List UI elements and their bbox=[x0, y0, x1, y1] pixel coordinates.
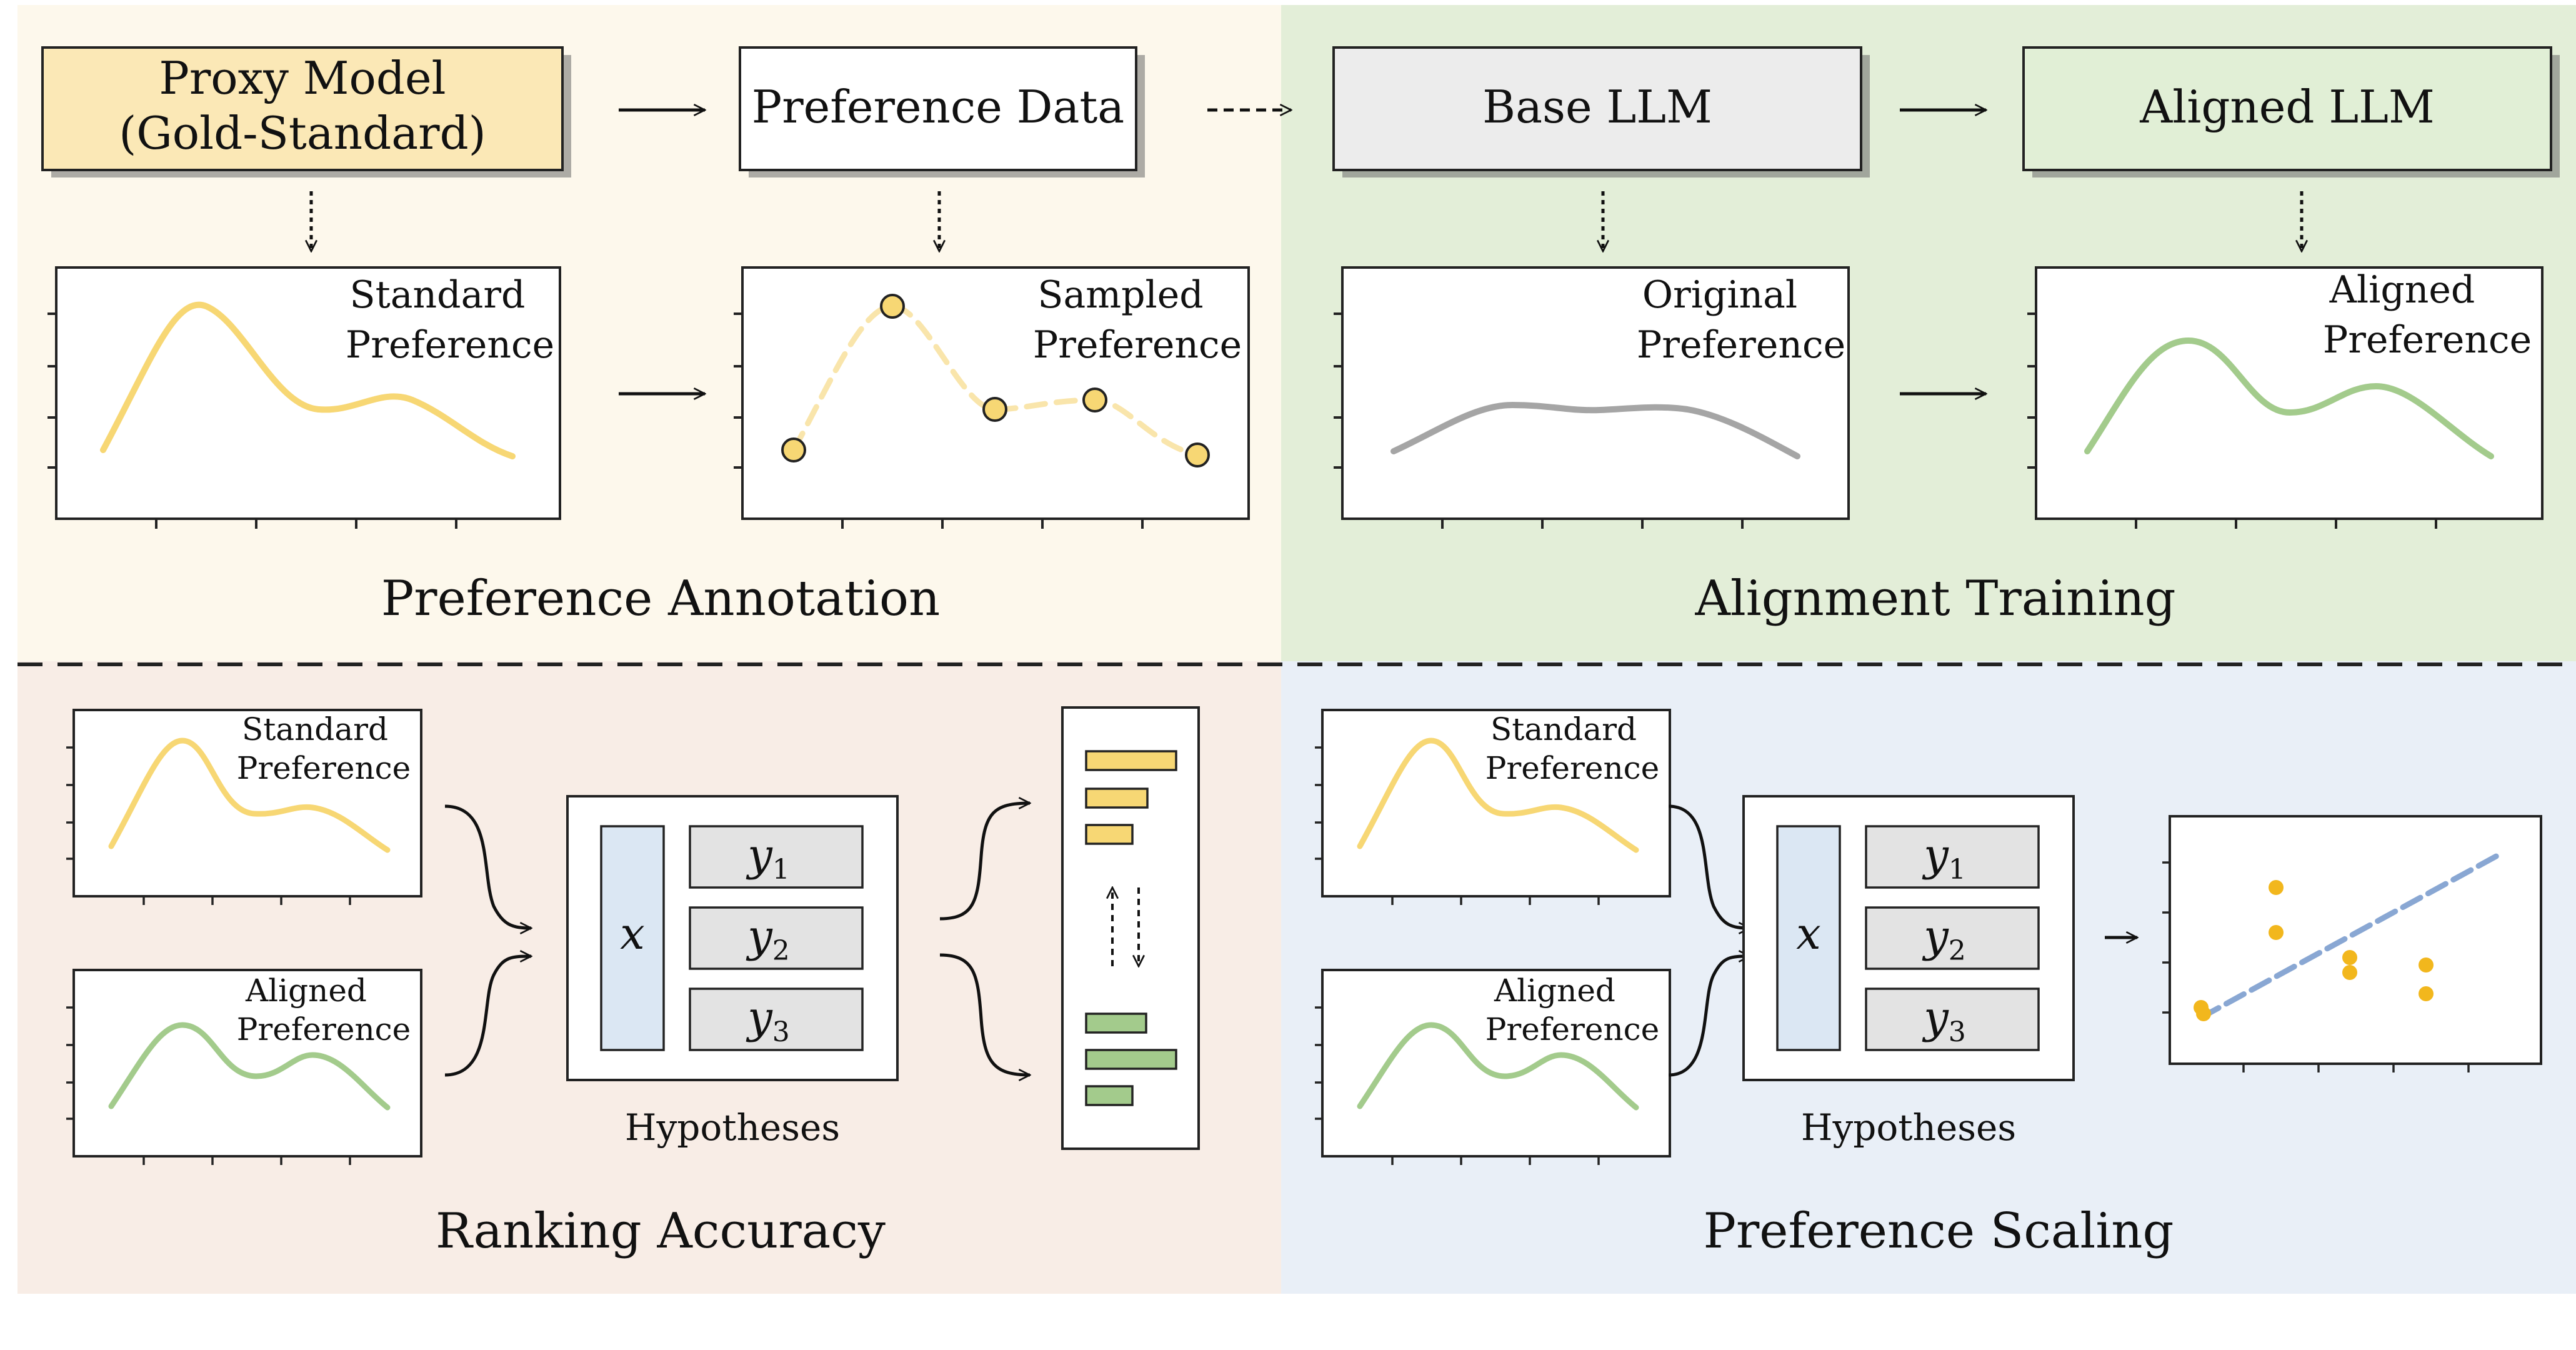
scaling-hypothesis-y2: y2 bbox=[1922, 911, 1966, 967]
standard-preference-plot: Standard Preference bbox=[47, 266, 561, 529]
scaling-aligned-plot: Aligned Preference bbox=[1315, 969, 1671, 1165]
sample-point bbox=[982, 397, 1007, 422]
section-title-scaling: Preference Scaling bbox=[1704, 1203, 2174, 1259]
sample-point bbox=[1185, 442, 1210, 468]
scaling-x-input: x bbox=[1796, 908, 1820, 959]
scaling-aligned-label-1: Aligned bbox=[1494, 972, 1615, 1009]
ranking-hypothesis-y2: y2 bbox=[746, 911, 790, 967]
scaling-arrow-aligned-to-hypotheses bbox=[1668, 956, 1750, 1077]
preference-data-box: Preference Data bbox=[739, 46, 1145, 178]
scaling-hypothesis-y1: y1 bbox=[1922, 829, 1966, 886]
aligned-preference-curve bbox=[2084, 337, 2494, 459]
scaling-hypotheses-block: x y1 y2 y3 bbox=[1742, 795, 2075, 1081]
ranking-standard-label-1: Standard bbox=[242, 711, 388, 748]
sample-point bbox=[1082, 388, 1107, 412]
section-title-annotation: Preference Annotation bbox=[381, 571, 940, 627]
base-llm-label: Base LLM bbox=[1482, 81, 1712, 133]
section-title-training: Alignment Training bbox=[1695, 571, 2176, 627]
original-preference-plot: Original Preference bbox=[1334, 266, 1850, 529]
sampled-preference-dashed-curve bbox=[791, 303, 1201, 458]
ranking-hypothesis-y1: y1 bbox=[746, 829, 790, 886]
ranking-arrow-to-yellow-bars bbox=[939, 803, 1030, 921]
scaling-hypotheses-label: Hypotheses bbox=[1801, 1106, 2016, 1149]
scatter-trend-line bbox=[2198, 852, 2502, 1021]
yellow-rank-bar bbox=[1085, 824, 1134, 845]
original-preference-label-1: Original bbox=[1642, 273, 1797, 317]
scatter-point bbox=[2419, 958, 2434, 972]
ranking-hypotheses-block: x y1 y2 y3 bbox=[566, 795, 899, 1081]
sampled-preference-label-1: Sampled bbox=[1037, 273, 1203, 317]
proxy-model-label: Proxy Model bbox=[159, 52, 446, 104]
section-title-ranking: Ranking Accuracy bbox=[436, 1203, 886, 1259]
ranking-standard-curve bbox=[108, 738, 391, 853]
scaling-aligned-curve bbox=[1357, 1022, 1639, 1111]
sample-point bbox=[781, 438, 806, 462]
standard-preference-label-2: Preference bbox=[346, 323, 554, 367]
yellow-rank-bar bbox=[1085, 788, 1149, 809]
scatter-point bbox=[2196, 1006, 2211, 1021]
scaling-standard-label-1: Standard bbox=[1490, 711, 1637, 748]
scatter-point bbox=[2342, 950, 2357, 965]
ranking-hypotheses-label: Hypotheses bbox=[625, 1106, 840, 1149]
ranking-arrow-standard-to-hypotheses bbox=[444, 804, 531, 928]
ranking-aligned-curve bbox=[108, 1022, 391, 1111]
scaling-standard-plot: Standard Preference bbox=[1315, 709, 1671, 905]
scaling-arrow-standard-to-hypotheses bbox=[1668, 804, 1750, 928]
ranking-aligned-label-2: Preference bbox=[237, 1011, 411, 1048]
aligned-llm-box: Aligned LLM bbox=[2022, 46, 2560, 178]
ranking-bars-panel bbox=[1061, 706, 1200, 1150]
aligned-llm-label: Aligned LLM bbox=[2139, 81, 2434, 133]
ranking-standard-plot: Standard Preference bbox=[66, 709, 422, 905]
standard-preference-curve bbox=[100, 301, 516, 459]
scaling-standard-curve bbox=[1357, 738, 1639, 853]
scatter-point bbox=[2269, 925, 2284, 940]
ranking-aligned-plot: Aligned Preference bbox=[66, 969, 422, 1165]
sampled-preference-label-2: Preference bbox=[1033, 323, 1242, 367]
scaling-standard-label-2: Preference bbox=[1485, 750, 1660, 786]
scaling-hypothesis-y3: y3 bbox=[1922, 992, 1966, 1048]
aligned-preference-label-2: Preference bbox=[2323, 318, 2532, 362]
proxy-model-sublabel: (Gold-Standard) bbox=[119, 107, 486, 159]
ranking-arrow-to-green-bars bbox=[939, 953, 1030, 1075]
proxy-model-box: Proxy Model (Gold-Standard) bbox=[41, 46, 571, 178]
ranking-x-input: x bbox=[620, 908, 644, 959]
ranking-hypothesis-y3: y3 bbox=[746, 992, 790, 1048]
scaling-scatter-plot bbox=[2162, 815, 2542, 1072]
aligned-preference-label-1: Aligned bbox=[2329, 268, 2475, 312]
ranking-arrow-aligned-to-hypotheses bbox=[444, 956, 531, 1077]
yellow-rank-bar bbox=[1085, 750, 1177, 771]
aligned-preference-plot: Aligned Preference bbox=[2027, 266, 2544, 529]
ranking-aligned-label-1: Aligned bbox=[245, 972, 367, 1009]
original-preference-curve bbox=[1390, 401, 1800, 459]
original-preference-label-2: Preference bbox=[1637, 323, 1845, 367]
green-rank-bar bbox=[1085, 1049, 1177, 1070]
scatter-point bbox=[2342, 965, 2357, 980]
scaling-aligned-label-2: Preference bbox=[1485, 1011, 1660, 1048]
green-rank-bar bbox=[1085, 1085, 1134, 1106]
ranking-standard-label-2: Preference bbox=[237, 750, 411, 786]
standard-preference-label-1: Standard bbox=[350, 273, 526, 317]
base-llm-box: Base LLM bbox=[1332, 46, 1870, 178]
scatter-point bbox=[2419, 986, 2434, 1001]
preference-data-label: Preference Data bbox=[752, 81, 1124, 133]
scatter-point bbox=[2269, 880, 2284, 895]
green-rank-bar bbox=[1085, 1012, 1147, 1034]
sample-point bbox=[880, 294, 905, 319]
sampled-preference-plot: Sampled Preference bbox=[734, 266, 1250, 529]
